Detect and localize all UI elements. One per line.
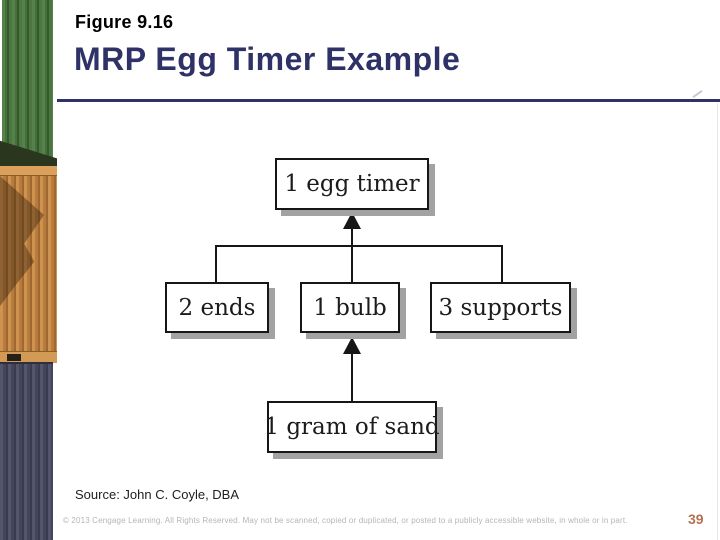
green-container-section xyxy=(2,0,53,166)
arrow-up-icon xyxy=(343,212,361,229)
node-ends-label: 2 ends xyxy=(178,294,256,321)
page-title: MRP Egg Timer Example xyxy=(74,41,461,77)
copyright-notice: © 2013 Cengage Learning. All Rights Rese… xyxy=(63,516,628,525)
connector-horizontal-line xyxy=(215,245,503,247)
connector-stub-ends xyxy=(215,245,217,283)
node-egg-timer-label: 1 egg timer xyxy=(284,171,420,197)
orange-container-top-rail xyxy=(0,166,57,176)
node-bulb: 1 bulb xyxy=(300,282,400,333)
figure-label: Figure 9.16 xyxy=(75,12,174,32)
node-supports-label: 3 supports xyxy=(438,294,563,321)
blue-container-section xyxy=(0,362,53,540)
orange-container-section xyxy=(0,166,57,362)
page-number: 39 xyxy=(688,511,704,527)
node-bulb-label: 1 bulb xyxy=(313,294,387,321)
node-egg-timer: 1 egg timer xyxy=(275,158,429,210)
connector-stub-bulb xyxy=(351,245,353,283)
arrow-up-icon xyxy=(343,337,361,354)
source-citation: Source: John C. Coyle, DBA xyxy=(75,487,240,502)
arrow-to-bulb-line xyxy=(351,354,353,402)
right-edge-line xyxy=(717,103,718,540)
node-sand: 1 gram of sand xyxy=(264,401,440,453)
node-ends: 2 ends xyxy=(165,282,269,333)
title-underline xyxy=(57,99,720,102)
underline-tail-decoration xyxy=(692,90,703,98)
node-supports: 3 supports xyxy=(430,282,571,333)
connector-stub-supports xyxy=(501,245,503,283)
container-stack-image xyxy=(0,0,57,540)
arrow-to-egg-timer-line xyxy=(351,229,353,246)
container-fork-pocket xyxy=(7,354,21,361)
node-sand-label: 1 gram of sand xyxy=(264,414,440,440)
